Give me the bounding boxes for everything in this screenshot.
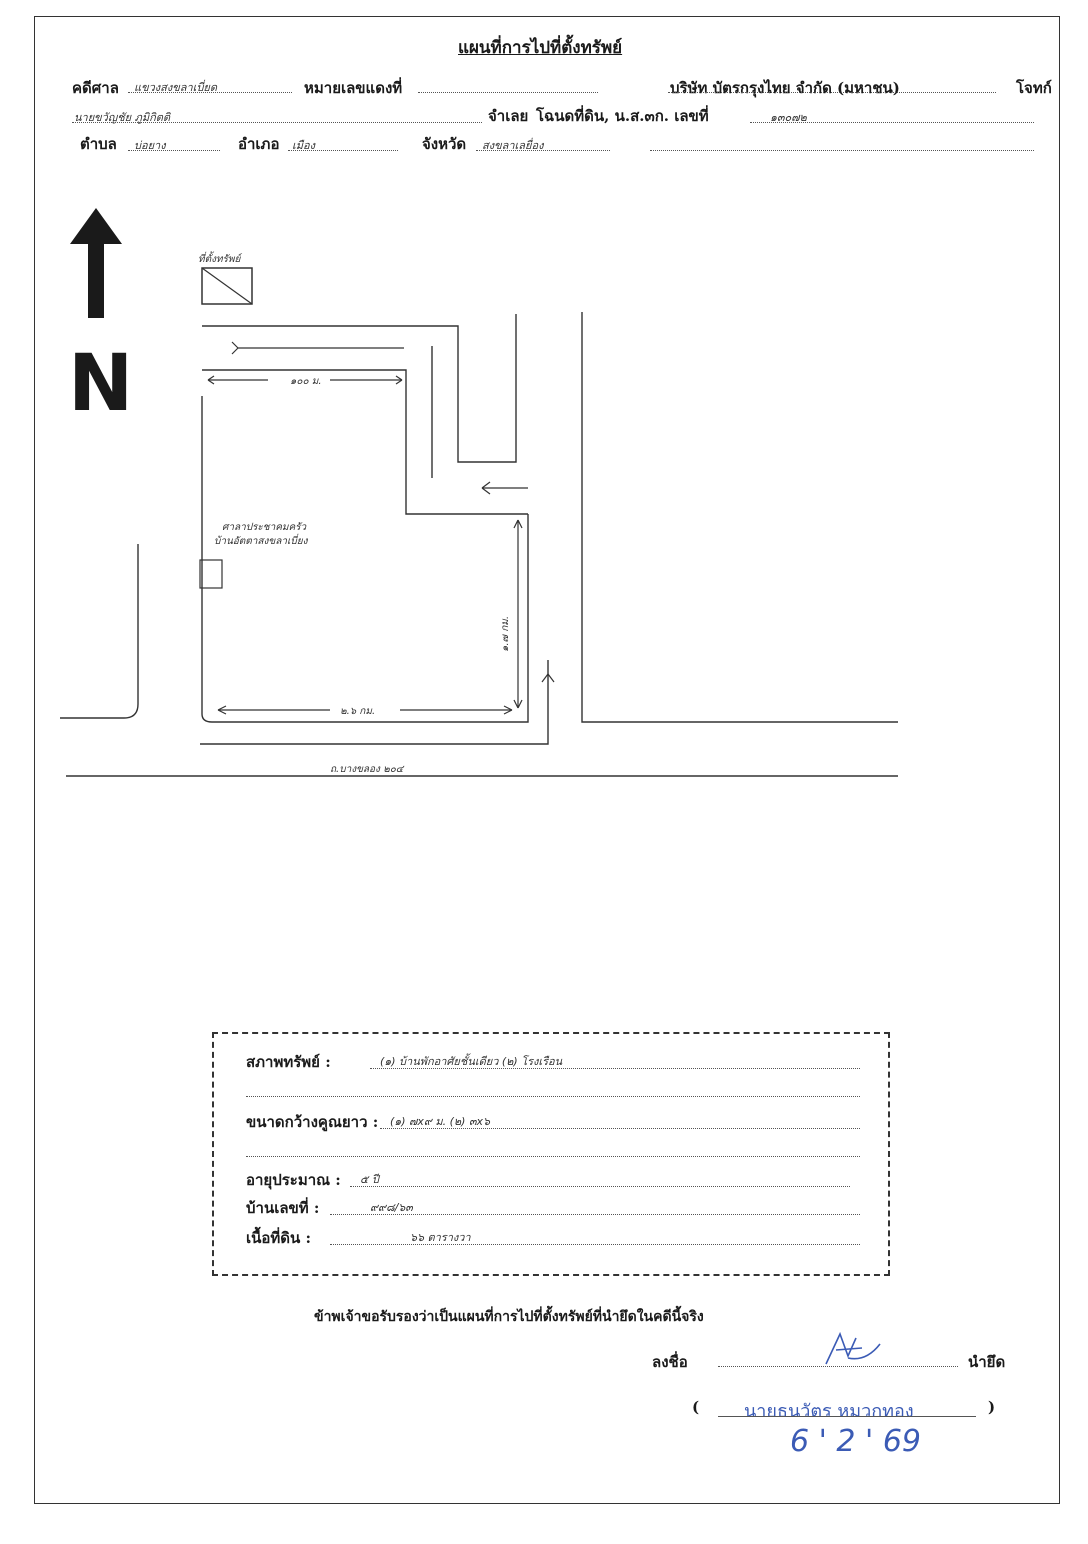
plaintiff-field-line	[668, 92, 996, 93]
house-number-field-line	[330, 1214, 860, 1215]
subdistrict-field-line	[128, 150, 220, 151]
court-value: แขวงสงขลาเบี่ยด	[134, 81, 218, 94]
house-number-label: บ้านเลขที่ :	[246, 1199, 320, 1217]
open-paren: (	[692, 1398, 700, 1416]
case-number-field-line	[418, 92, 598, 93]
signer-name-line	[718, 1416, 976, 1417]
age-value: ๕ ปี	[360, 1173, 379, 1186]
road-name-label: ถ.บางขลอง ๒๐๔	[330, 764, 405, 775]
route-arrows	[207, 341, 555, 715]
subdistrict-value: บ่อยาง	[134, 139, 166, 152]
size-value: (๑) ๗x๙ ม. (๒) ๓x๖	[390, 1115, 490, 1128]
land-area-field-line	[330, 1244, 860, 1245]
page-title: แผนที่การไปที่ตั้งทรัพย์	[458, 38, 623, 58]
province-value: สงขลาเลยื่อง	[482, 139, 544, 152]
role-label: นำยึด	[968, 1353, 1006, 1371]
age-field-line	[350, 1186, 850, 1187]
signer-name: นายธนวัตร หมวกทอง	[744, 1401, 914, 1422]
condition-label: สภาพทรัพย์ :	[246, 1053, 331, 1071]
court-field-line	[128, 92, 292, 93]
size-field-line	[380, 1128, 860, 1129]
document-frame	[34, 16, 1060, 1504]
road-lines	[60, 312, 898, 777]
condition-field-line	[370, 1068, 860, 1069]
province-label: จังหวัด	[422, 135, 467, 153]
plaintiff-label: โจทก์	[1016, 79, 1052, 97]
condition-value: (๑) บ้านพักอาศัยชั้นเดียว (๒) โรงเรือน	[380, 1055, 563, 1068]
land-area-label: เนื้อที่ดิน :	[246, 1229, 312, 1247]
land-area-value: ๖๖ ตารางวา	[410, 1231, 471, 1244]
property-info-box	[212, 1032, 890, 1276]
distance-vertical-label: ๑.๗ กม.	[500, 616, 511, 652]
landmark-top-label: ที่ตั้งทรัพย์	[198, 251, 242, 265]
distance-bottom-label: ๒.๖ กม.	[340, 706, 375, 717]
condition-extra-line	[246, 1096, 860, 1097]
distance-top-label: ๑๐๐ ม.	[290, 376, 322, 387]
landmark-mid-label-1: ศาลาประชาคมครัว	[222, 522, 308, 533]
sign-label: ลงชื่อ	[652, 1353, 688, 1371]
defendant-name: นายขวัญชัย ภูมิกิตติ	[74, 111, 171, 124]
landmark-building-icon	[199, 559, 223, 589]
case-number-label: หมายเลขแดงที่	[304, 79, 403, 97]
district-field-line	[288, 150, 398, 151]
certification-statement: ข้าพเจ้าขอรับรองว่าเป็นแผนที่การไปที่ตั้…	[314, 1309, 704, 1325]
court-label: คดีศาล	[72, 79, 119, 97]
province-field-line	[476, 150, 610, 151]
subdistrict-label: ตำบล	[80, 135, 117, 153]
deed-field-line	[750, 122, 1034, 123]
district-value: เมือง	[292, 139, 315, 152]
defendant-label: จำเลย	[488, 107, 529, 125]
close-paren: )	[988, 1398, 996, 1416]
handwritten-signature-icon	[825, 1331, 881, 1365]
size-label: ขนาดกว้างคูณยาว :	[246, 1113, 379, 1131]
age-label: อายุประมาณ :	[246, 1171, 341, 1189]
signature-line	[718, 1366, 958, 1367]
size-extra-line	[246, 1156, 860, 1157]
district-label: อำเภอ	[238, 135, 280, 153]
defendant-field-line	[72, 122, 482, 123]
north-label: N	[68, 339, 133, 429]
landmark-mid-label-2: บ้านอัตตาสงขลาเบี่ยง	[214, 533, 309, 547]
signature-date: 6 ' 2 ' 69	[790, 1424, 921, 1459]
header-extra-line	[650, 150, 1034, 151]
north-arrow-icon	[70, 208, 122, 318]
deed-value: ๑๓๐๗๒	[770, 111, 807, 124]
house-number-value: ๙๙๘/๖๓	[370, 1201, 413, 1214]
property-site-icon	[201, 267, 253, 305]
deed-label: โฉนดที่ดิน, น.ส.๓ก. เลขที่	[536, 107, 709, 125]
